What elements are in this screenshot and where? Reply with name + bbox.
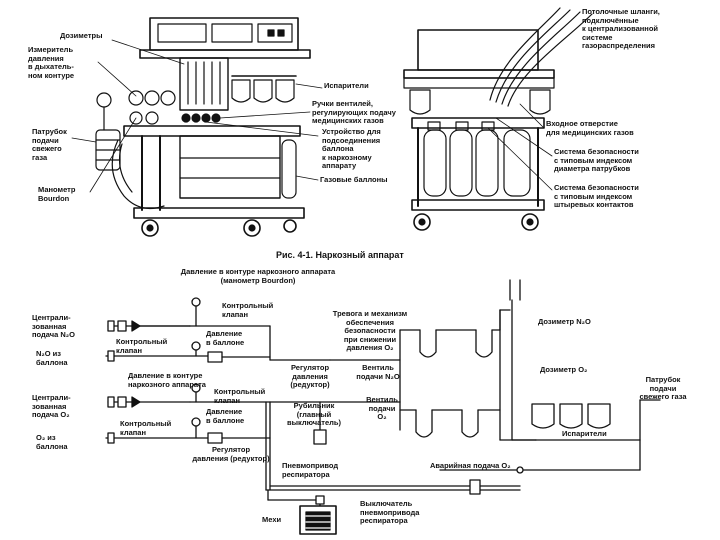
label-circuit-pressure-2: Давление в контуре наркозного аппарата — [128, 371, 206, 389]
label-safety-pin: Система безопасности с типовым индексом … — [554, 183, 639, 209]
label-check-valve-1: Контрольный клапан — [222, 301, 274, 319]
label-dosimeters: Дозиметры — [60, 31, 103, 40]
label-n2o-cylinder: N₂O из баллона — [36, 349, 68, 367]
anesthesia-machine-back — [403, 7, 593, 231]
label-n2o-valve: Вентиль подачи N₂O — [356, 363, 400, 381]
label-vaporizers-2: Испарители — [562, 429, 607, 438]
label-central-n2o: Централи- зованная подача N₂O — [32, 313, 75, 339]
label-cylinder-pressure-1: Давление в баллоне — [206, 329, 245, 347]
label-vaporizers: Испарители — [324, 81, 369, 90]
label-n2o-dosimeter: Дозиметр N₂O — [538, 317, 591, 326]
label-fresh-gas: Патрубок подачи свежего газа — [639, 375, 687, 401]
left-margin — [0, 0, 26, 540]
label-alarm: Тревога и механизм обеспечения безопасно… — [332, 309, 408, 352]
label-ventilator-drive: Пневмопривод респиратора — [282, 461, 339, 479]
label-fresh-gas-outlet: Патрубок подачи свежего газа — [32, 127, 67, 162]
label-circuit-pressure: Давление в контуре наркозного аппарата (… — [180, 267, 336, 285]
label-gas-cylinders: Газовые баллоны — [320, 175, 388, 184]
label-check-valve-3: Контрольный клапан — [214, 387, 266, 405]
label-ceiling-hoses: Потолочные шланги, подключённые к центра… — [582, 7, 660, 50]
label-bellows: Мехи — [262, 515, 282, 524]
label-regulator-2: Регулятор давления (редуктор) — [192, 445, 270, 463]
label-pressure-meter: Измеритель давления в дыхатель- ном конт… — [28, 45, 75, 80]
label-main-switch: Рубильник (главный выключатель) — [287, 401, 341, 427]
label-cylinder-device: Устройство для подсоединения баллона к н… — [322, 127, 381, 170]
label-bourdon-manometer: Манометр Bourdon — [38, 185, 76, 203]
figure-caption: Рис. 4-1. Наркозный аппарат — [276, 250, 404, 260]
label-valve-handles: Ручки вентилей, регулирующих подачу меди… — [312, 99, 396, 125]
label-ventilator-switch: Выключатель пневмопривода респиратора — [360, 499, 420, 525]
label-check-valve-2: Контрольный клапан — [116, 337, 168, 355]
leader-lines-back — [487, 103, 553, 191]
anesthesia-machine-front — [95, 17, 311, 237]
label-safety-diameter: Система безопасности с типовым индексом … — [554, 147, 639, 173]
label-cylinder-pressure-2: Давление в баллоне — [206, 407, 245, 425]
label-central-o2: Централи- зованная подача O₂ — [32, 393, 71, 419]
label-regulator-1: Регулятор давления (редуктор) — [290, 363, 330, 389]
label-o2-valve: Вентиль подачи O₂ — [366, 395, 398, 421]
label-o2-cylinder: O₂ из баллона — [36, 433, 68, 451]
gas-flow-schematic — [105, 279, 661, 535]
label-check-valve-4: Контрольный клапан — [120, 419, 172, 437]
label-o2-dosimeter: Дозиметр O₂ — [540, 365, 588, 374]
label-gas-inlet: Входное отверстие для медицинских газов — [546, 119, 634, 137]
leader-lines-front — [71, 39, 323, 193]
label-emergency-o2: Аварийная подача O₂ — [430, 461, 511, 470]
